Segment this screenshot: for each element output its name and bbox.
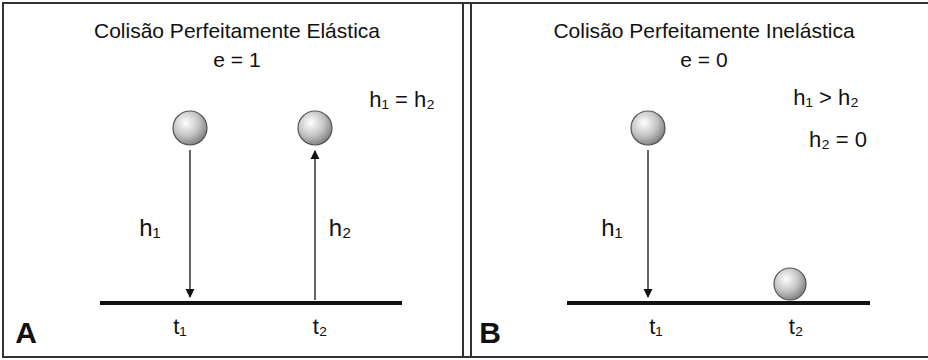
height-label: h₂ (329, 215, 352, 241)
time-label: t₂ (789, 315, 804, 339)
height-label: h₁ (139, 215, 160, 241)
panel-letter: B (479, 316, 501, 349)
ground (100, 301, 402, 305)
fall-arrow (647, 150, 648, 297)
time-label: t₁ (649, 315, 663, 339)
panel-title: Colisão Perfeitamente Inelástica (464, 18, 928, 43)
restitution-coefficient: e = 1 (4, 47, 470, 72)
ball (173, 111, 207, 145)
fall-arrow (189, 150, 190, 297)
rise-arrow (314, 151, 315, 300)
time-label: t₂ (313, 315, 328, 339)
panel: Colisão Perfeitamente Elástica e = 1 (2, 2, 472, 358)
height-label: h₁ (601, 215, 622, 241)
time-label: t₁ (173, 315, 187, 339)
height-relation: h₁ = h₂ (369, 88, 435, 112)
panel-letter: A (15, 316, 37, 349)
ball (298, 111, 332, 145)
ball (774, 268, 806, 300)
panel: Colisão Perfeitamente Inelástica e = 0 (462, 2, 928, 358)
ground (567, 301, 870, 305)
restitution-coefficient: e = 0 (464, 47, 928, 72)
height-relation: h₁ > h₂ (793, 86, 859, 110)
height-relation: h₂ = 0 (809, 128, 867, 152)
ball (631, 111, 665, 145)
panel-title: Colisão Perfeitamente Elástica (4, 18, 470, 43)
